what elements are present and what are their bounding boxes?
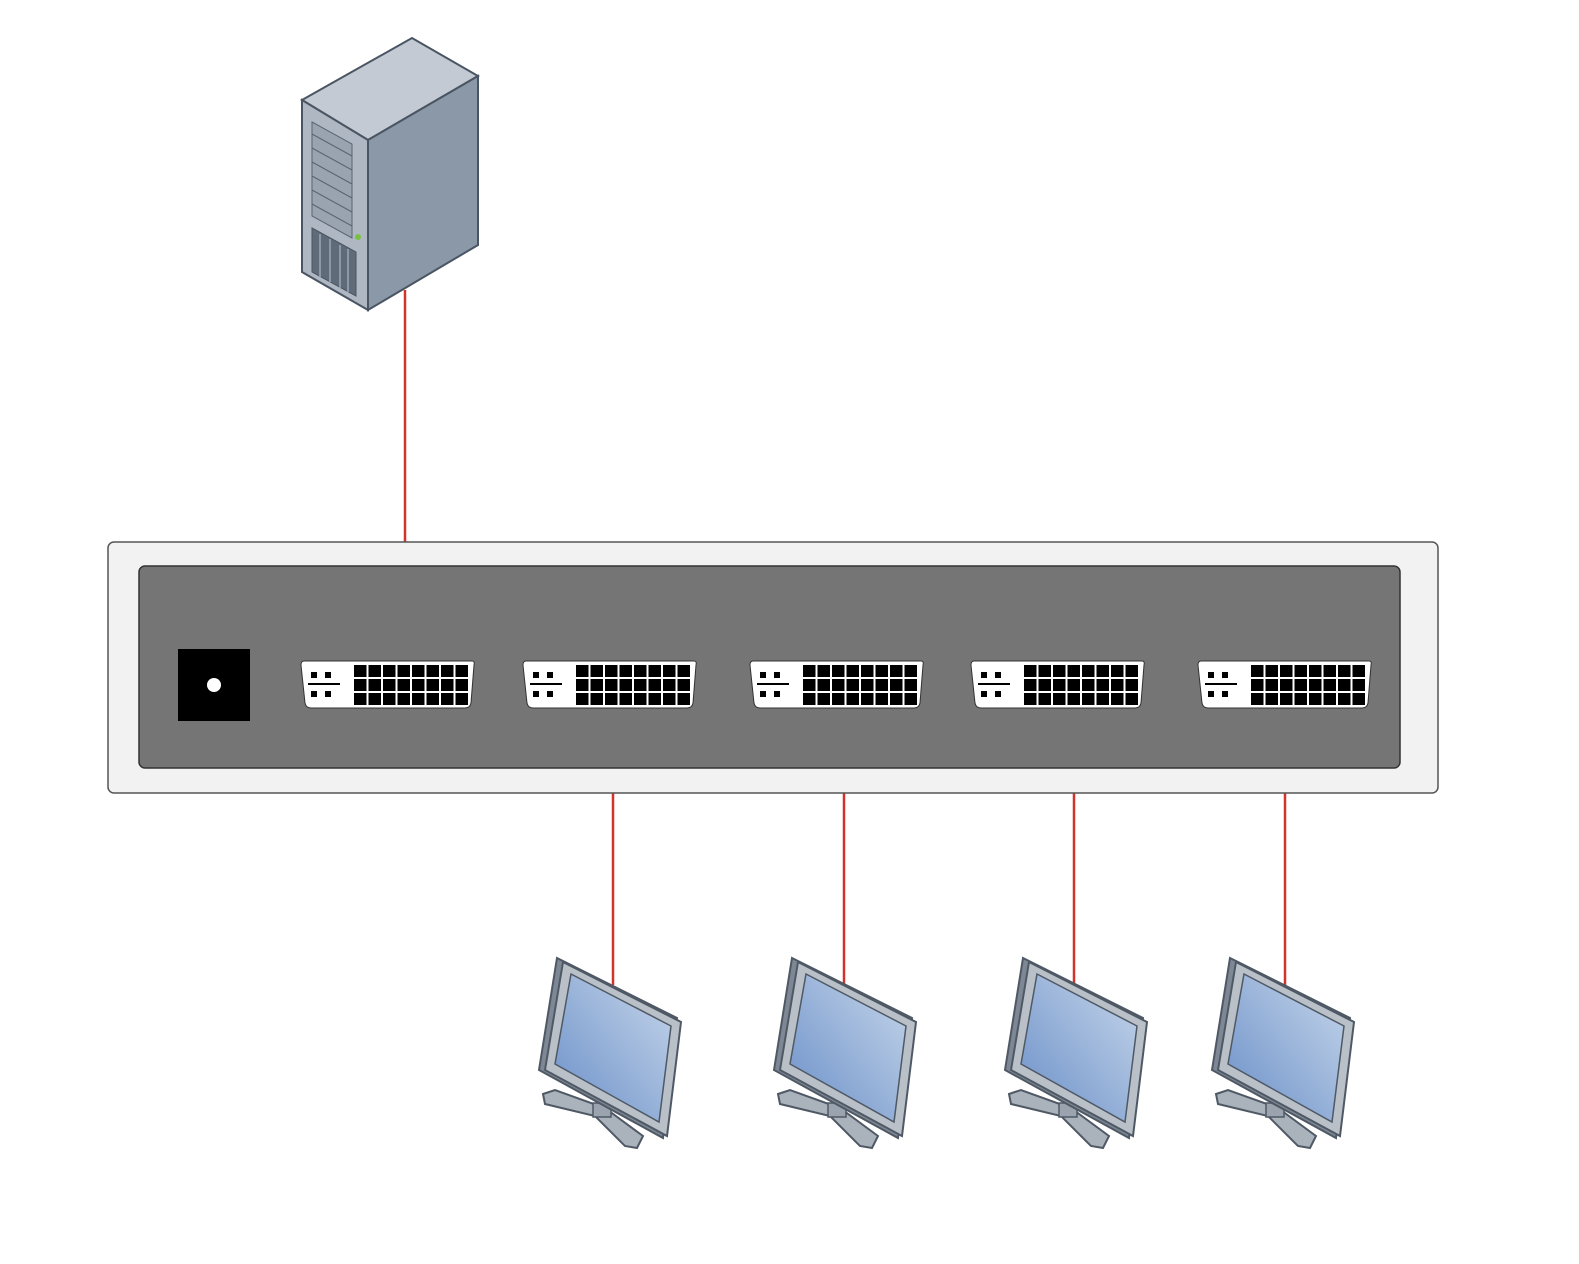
dvi-input-port [300,660,475,709]
dvi-output-port-4 [1197,660,1372,709]
server-tower-icon [300,36,480,312]
monitor-icon-4 [1211,957,1355,1149]
dvi-splitter [107,541,1439,794]
dvi-output-port-3 [970,660,1145,709]
dvi-output-port-2 [749,660,924,709]
monitor-icon-3 [1004,957,1148,1149]
dvi-output-port-1 [522,660,697,709]
power-port [178,649,250,721]
monitor-icon-2 [773,957,917,1149]
monitor-icon-1 [538,957,682,1149]
